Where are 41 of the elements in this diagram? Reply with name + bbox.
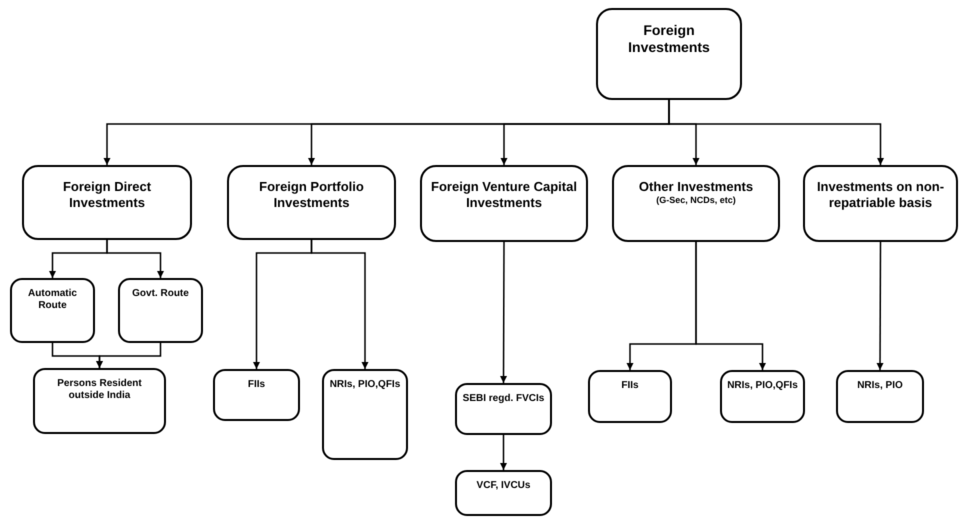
rounded-box [118,278,203,343]
rounded-box [612,165,780,242]
connector-arrow [310,240,368,369]
box-label: NRIs, PIO [857,380,903,392]
rounded-box [420,165,588,242]
connector-arrow [106,240,164,278]
box-label: FIIs [248,379,266,391]
rounded-box [596,8,742,100]
box-label: Investments on non-repatriable basis [816,179,946,211]
connector-arrow [500,242,508,383]
connector-arrow [876,242,884,370]
rounded-box [33,368,166,434]
rounded-box [22,165,192,240]
rounded-box [213,369,300,421]
connector-arrow [96,343,162,368]
box-label: Foreign Portfolio Investments [258,179,365,211]
rounded-box [227,165,396,240]
box-label: NRIs, PIO,QFIs [727,380,798,392]
box-label: VCF, IVCUs [476,480,530,492]
box-label: Foreign Venture Capital Investments [430,179,578,211]
rounded-box [322,369,408,460]
connector-arrow [695,242,766,370]
box-label: Foreign Direct Investments [62,179,152,211]
rounded-box [803,165,958,242]
box-sublabel: (G-Sec, NCDs, etc) [656,195,736,206]
box-label: Other Investments [638,179,754,195]
box-label: SEBI regd. FVCIs [462,393,544,405]
box-label: FIIs [621,380,639,392]
connector-arrow [668,100,884,165]
rounded-box [720,370,805,423]
rounded-box [455,470,552,516]
rounded-box [836,370,924,423]
rounded-box [455,383,552,435]
rounded-box [588,370,672,423]
box-label: NRIs, PIO,QFIs [330,379,400,391]
box-label: Automatic Route [27,288,78,312]
rounded-box [10,278,95,343]
box-label: Foreign Investments [627,22,711,56]
connector-arrow [500,435,507,470]
box-label: Persons Resident outside India [56,378,143,402]
box-label: Govt. Route [132,288,189,300]
